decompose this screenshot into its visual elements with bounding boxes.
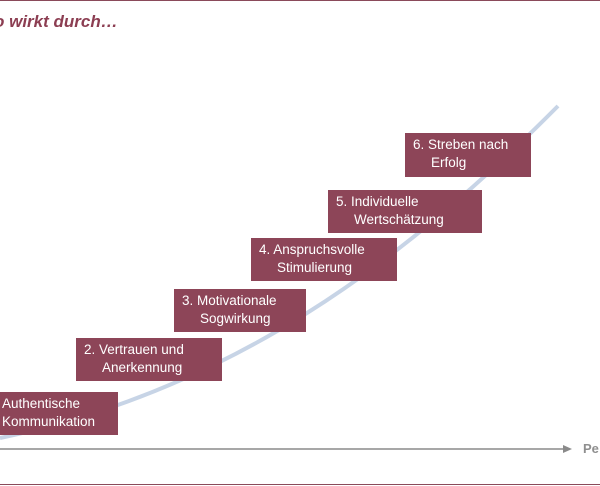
step-label-line1: Authentische bbox=[2, 396, 81, 411]
step-label-line2: Sogwirkung bbox=[200, 311, 271, 326]
step-5-individual-appreciation: 5. Individuelle Wertschätzung bbox=[328, 190, 482, 233]
top-rule bbox=[0, 0, 600, 1]
step-label-line2: Kommunikation bbox=[2, 414, 96, 429]
step-label-line1: 4. Anspruchsvolle bbox=[259, 242, 365, 257]
step-2-trust-recognition: 2. Vertrauen und Anerkennung bbox=[76, 338, 222, 381]
bottom-rule bbox=[0, 484, 600, 485]
step-label-line2: Erfolg bbox=[431, 155, 467, 170]
step-label-line1: 2. Vertrauen und bbox=[84, 342, 184, 357]
step-label-line2: Stimulierung bbox=[277, 260, 353, 275]
step-label-line1: 5. Individuelle bbox=[336, 194, 419, 209]
step-label-line1: 3. Motivationale bbox=[182, 293, 277, 308]
x-axis-arrowhead bbox=[563, 445, 572, 453]
step-label-line2: Anerkennung bbox=[102, 360, 183, 375]
step-6-striving-for-success: 6. Streben nach Erfolg bbox=[405, 133, 531, 177]
step-1-authentic-communication: Authentische Kommunikation bbox=[0, 392, 118, 435]
x-axis-label: Pe bbox=[583, 441, 599, 456]
step-3-motivational-pull: 3. Motivationale Sogwirkung bbox=[174, 289, 306, 332]
step-label-line1: 6. Streben nach bbox=[413, 137, 509, 152]
step-4-challenging-stimulation: 4. Anspruchsvolle Stimulierung bbox=[251, 238, 397, 281]
step-label-line2: Wertschätzung bbox=[354, 212, 444, 227]
slide-title: o wirkt durch… bbox=[0, 12, 118, 31]
